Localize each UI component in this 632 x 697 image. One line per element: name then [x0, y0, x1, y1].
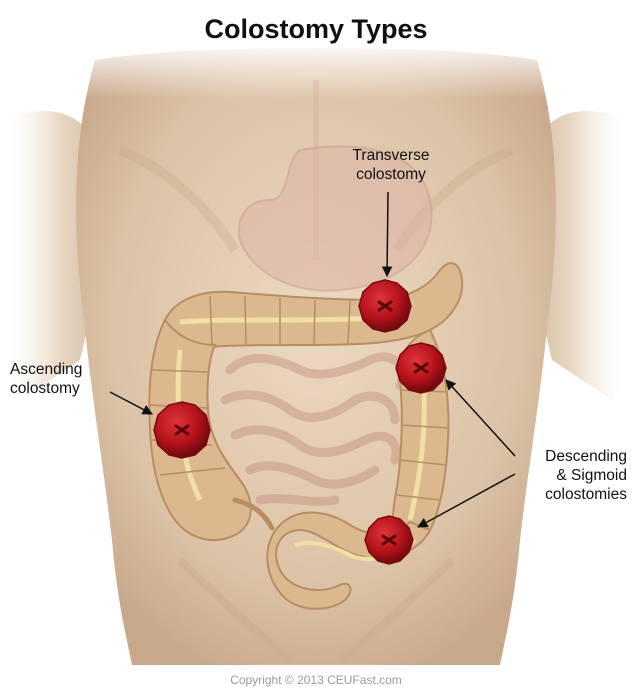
- ascending-stoma: [154, 402, 210, 458]
- label-descending-sigmoid-colostomies: Descending & Sigmoid colostomies: [505, 447, 627, 504]
- label-transverse-colostomy: Transverse colostomy: [336, 146, 446, 184]
- transverse-stoma: [359, 280, 411, 332]
- copyright-notice: Copyright © 2013 CEUFast.com: [0, 673, 632, 687]
- diagram-title: Colostomy Types: [0, 14, 632, 45]
- label-ascending-colostomy: Ascending colostomy: [10, 360, 120, 398]
- arrow-transverse: [387, 192, 388, 276]
- descending-stoma: [396, 343, 446, 393]
